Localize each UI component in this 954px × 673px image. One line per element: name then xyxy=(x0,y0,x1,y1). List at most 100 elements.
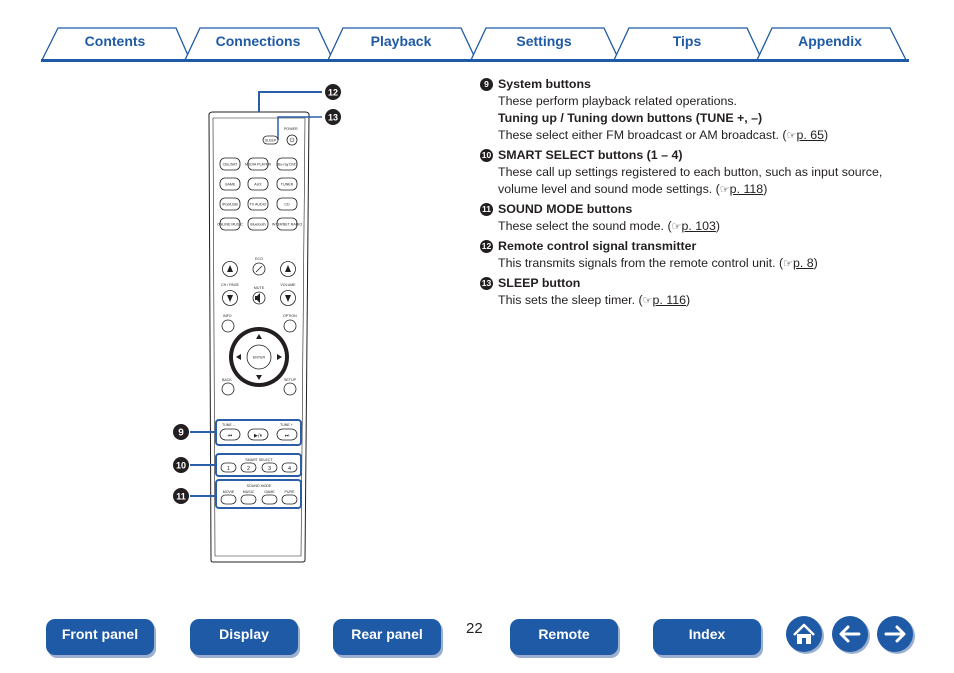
book-icon: ☞ xyxy=(786,130,797,142)
forward-nav-button[interactable] xyxy=(877,616,913,652)
arrow-down-icon xyxy=(256,375,262,380)
arrow-down-icon xyxy=(227,295,233,302)
info-button[interactable] xyxy=(221,319,235,333)
rear-panel-button[interactable]: Rear panel xyxy=(333,619,441,655)
item-heading: SOUND MODE buttons xyxy=(498,202,633,216)
sound-mode-highlight xyxy=(215,479,302,509)
sound-button-label: GAME xyxy=(264,490,275,494)
remote-button[interactable]: Remote xyxy=(510,619,618,655)
volume-label: VOLUME xyxy=(280,283,296,287)
skip-back-icon: ⏮ xyxy=(228,433,233,439)
source-label: AUX xyxy=(254,183,262,187)
smart-select-label: SMART SELECT xyxy=(245,458,273,462)
arrow-down-icon xyxy=(285,295,291,302)
callout-12-text: 12 xyxy=(328,88,338,98)
page-ref-link[interactable]: p. 65 xyxy=(796,128,824,142)
source-button[interactable] xyxy=(276,177,298,191)
game-button[interactable] xyxy=(261,494,278,505)
arrow-up-icon xyxy=(227,265,233,272)
item-number: 10 xyxy=(480,149,493,162)
page-ref-link[interactable]: p. 103 xyxy=(681,219,716,233)
source-button[interactable] xyxy=(219,177,241,191)
source-button[interactable] xyxy=(276,157,298,171)
option-button[interactable] xyxy=(283,319,297,333)
play-pause-button[interactable] xyxy=(247,428,269,441)
remote-illustration: POWER ⏻ SLEEP CBL/SAT MEDIA PLAYER Blu-r… xyxy=(173,84,341,563)
tab-settings[interactable]: Settings xyxy=(516,33,572,49)
smart-select-4-button[interactable] xyxy=(281,462,298,473)
enter-button[interactable] xyxy=(246,344,272,370)
home-icon xyxy=(793,623,815,644)
source-label: CBL/SAT xyxy=(223,163,239,167)
source-label: TV AUDIO xyxy=(250,203,267,207)
item-sub-heading: Tuning up / Tuning down buttons (TUNE +,… xyxy=(498,111,763,125)
page-ref-link[interactable]: p. 8 xyxy=(792,256,814,270)
option-label: OPTION xyxy=(283,314,297,318)
leaf-icon xyxy=(255,265,263,273)
source-label: iPod/USB xyxy=(222,203,238,207)
tune-up-button[interactable] xyxy=(276,428,298,441)
sleep-label: SLEEP xyxy=(265,139,277,143)
skip-forward-icon: ⏭ xyxy=(285,433,290,439)
callout-9 xyxy=(173,424,189,440)
source-button[interactable] xyxy=(219,217,241,231)
tune-down-button[interactable] xyxy=(219,428,241,441)
source-button[interactable] xyxy=(247,217,269,231)
display-button[interactable]: Display xyxy=(190,619,298,655)
front-panel-button[interactable]: Front panel xyxy=(46,619,154,655)
tab-tips[interactable]: Tips xyxy=(672,33,702,49)
source-button[interactable] xyxy=(276,217,298,231)
tab-outline xyxy=(40,27,909,62)
setup-button[interactable] xyxy=(283,382,297,396)
callout-11-text: 11 xyxy=(176,492,186,502)
arrow-left-icon xyxy=(839,625,861,643)
smart-num: 4 xyxy=(288,466,291,472)
sleep-button[interactable] xyxy=(262,135,279,145)
power-label: POWER xyxy=(284,127,298,131)
home-button[interactable] xyxy=(786,616,822,652)
tab-appendix[interactable]: Appendix xyxy=(798,33,862,49)
pure-button[interactable] xyxy=(281,494,298,505)
arrow-right-icon xyxy=(884,625,906,643)
callout-10-text: 10 xyxy=(176,461,186,471)
source-button[interactable] xyxy=(219,197,241,211)
source-label: INTERNET RADIO xyxy=(272,223,302,227)
callout-9-text: 9 xyxy=(178,428,184,439)
smart-select-1-button[interactable] xyxy=(220,462,237,473)
callout-10 xyxy=(173,457,189,473)
sound-button-label: PURE xyxy=(285,490,296,494)
tab-contents[interactable]: Contents xyxy=(84,33,146,49)
smart-num: 2 xyxy=(247,466,250,472)
movie-button[interactable] xyxy=(220,494,237,505)
eco-label: ECO xyxy=(255,257,263,261)
source-button[interactable] xyxy=(276,197,298,211)
music-button[interactable] xyxy=(240,494,257,505)
back-nav-button[interactable] xyxy=(832,616,868,652)
source-label: ONLINE MUSIC xyxy=(217,223,243,227)
item-heading: SLEEP button xyxy=(498,276,581,290)
tab-connections[interactable]: Connections xyxy=(215,33,301,49)
source-button[interactable] xyxy=(219,157,241,171)
sound-mode-label: SOUND MODE xyxy=(247,484,272,488)
arrow-right-icon xyxy=(277,354,282,360)
item-number: 9 xyxy=(480,78,493,91)
source-button[interactable] xyxy=(247,157,269,171)
back-button[interactable] xyxy=(221,382,235,396)
power-button[interactable] xyxy=(286,134,298,146)
play-pause-icon: ▶/⏸ xyxy=(254,433,263,439)
index-button[interactable]: Index xyxy=(653,619,761,655)
callout-13-text: 13 xyxy=(328,113,338,123)
smart-select-2-button[interactable] xyxy=(240,462,257,473)
source-label: GAME xyxy=(225,183,236,187)
tab-playback[interactable]: Playback xyxy=(370,33,432,49)
item-text: These call up settings registered to eac… xyxy=(498,165,883,196)
item-text: These perform playback related operation… xyxy=(498,94,737,108)
page-ref-link[interactable]: p. 116 xyxy=(652,293,687,307)
page-ref-link[interactable]: p. 118 xyxy=(729,182,764,196)
smart-select-3-button[interactable] xyxy=(261,462,278,473)
source-button[interactable] xyxy=(247,177,269,191)
item-sub-text: These select either FM broadcast or AM b… xyxy=(498,128,779,142)
source-button[interactable] xyxy=(247,197,269,211)
